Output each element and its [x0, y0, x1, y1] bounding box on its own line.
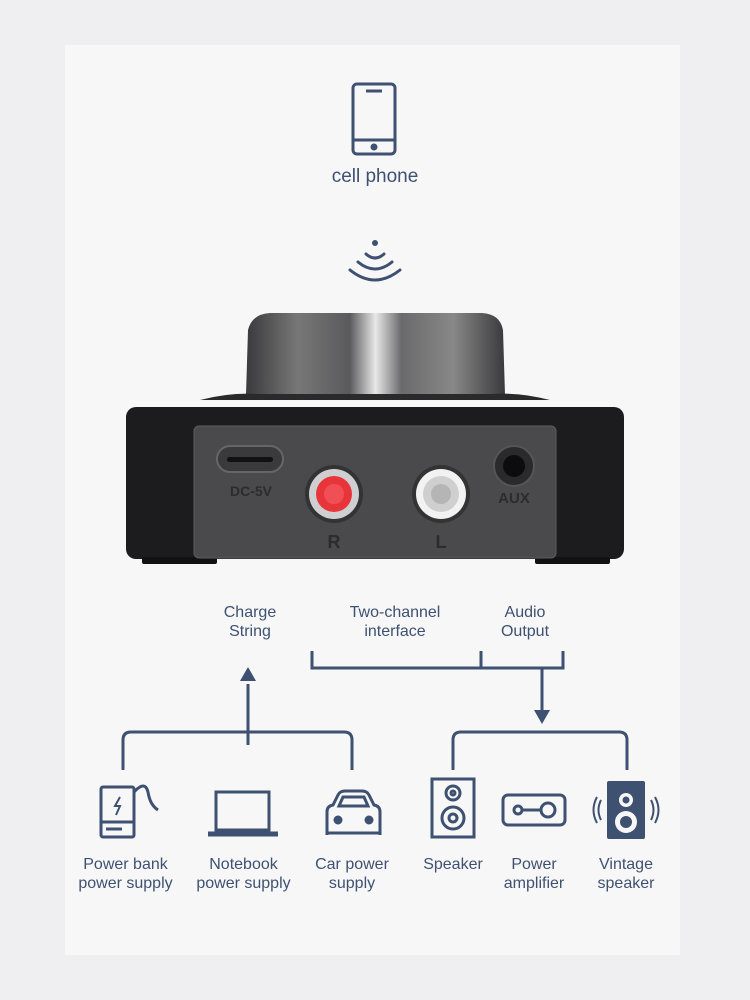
wireless-signal-icon — [348, 240, 402, 282]
input-label-power-bank: Power bank power supply — [68, 855, 183, 893]
label-line: Charge — [223, 604, 277, 621]
label-line: Speaker — [423, 856, 483, 873]
smartphone-icon — [351, 82, 397, 156]
label-line: Audio — [504, 604, 546, 621]
vintage-speaker-icon — [592, 781, 660, 839]
phone-label: cell phone — [331, 166, 419, 187]
speaker-icon — [430, 777, 476, 839]
port-label-aux: AUX — [498, 490, 530, 507]
power-bank-icon — [99, 784, 159, 839]
laptop-icon — [208, 790, 278, 837]
car-icon — [325, 789, 382, 835]
label-line: Notebook — [209, 856, 278, 873]
label-line: Output — [500, 623, 550, 640]
input-label-car: Car power supply — [302, 855, 402, 893]
label-line: supply — [328, 875, 376, 892]
output-label-amplifier: Power amplifier — [490, 855, 578, 893]
amplifier-icon — [501, 793, 567, 827]
output-label-vintage-speaker: Vintage speaker — [582, 855, 670, 893]
label-line: String — [229, 623, 271, 640]
port-label-usb: DC-5V — [229, 483, 272, 499]
label-line: amplifier — [503, 875, 565, 892]
arrow-up-icon — [240, 667, 256, 681]
label-line: power supply — [196, 875, 291, 892]
output-label-speaker: Speaker — [413, 855, 493, 874]
label-line: Power bank — [83, 856, 168, 873]
label-line: Car power — [315, 856, 389, 873]
audio-output-label: Audio Output — [480, 603, 570, 641]
arrow-down-icon — [534, 710, 550, 724]
label-line: speaker — [597, 875, 655, 892]
bluetooth-receiver-device — [126, 313, 624, 564]
label-line: interface — [364, 623, 426, 640]
label-line: Power — [511, 856, 557, 873]
port-label-r: R — [327, 532, 341, 552]
label-line: Two-channel — [349, 604, 441, 621]
port-label-l: L — [435, 532, 447, 552]
label-line: Vintage — [599, 856, 653, 873]
connector-lines — [121, 651, 629, 770]
label-line: power supply — [78, 875, 173, 892]
two-channel-label: Two-channel interface — [325, 603, 465, 641]
charge-string-label: Charge String — [200, 603, 300, 641]
input-label-notebook: Notebook power supply — [186, 855, 301, 893]
